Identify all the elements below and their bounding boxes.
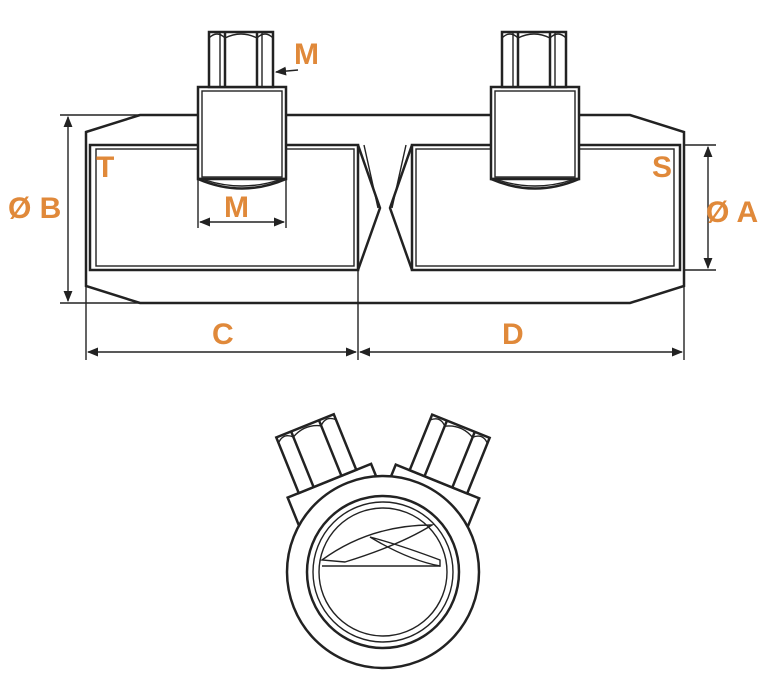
label-d: D bbox=[502, 318, 524, 351]
label-m-top: M bbox=[294, 38, 319, 71]
center-cone-right bbox=[388, 144, 414, 271]
right-bolt bbox=[489, 30, 581, 190]
end-view bbox=[274, 412, 492, 670]
connector-body-outline bbox=[84, 113, 686, 305]
label-dia-a: Ø A bbox=[706, 196, 758, 229]
end-view-inner-blades bbox=[320, 524, 435, 563]
m-top-pointer bbox=[274, 66, 299, 76]
end-view-outer-ring bbox=[285, 474, 481, 670]
label-t: T bbox=[96, 151, 114, 184]
label-dia-b: Ø B bbox=[8, 192, 61, 225]
side-view bbox=[60, 30, 716, 360]
left-bolt bbox=[196, 30, 288, 190]
label-c: C bbox=[212, 318, 234, 351]
label-s: S bbox=[652, 151, 672, 184]
center-cone-left bbox=[356, 144, 382, 271]
label-m-inner: M bbox=[224, 191, 249, 224]
